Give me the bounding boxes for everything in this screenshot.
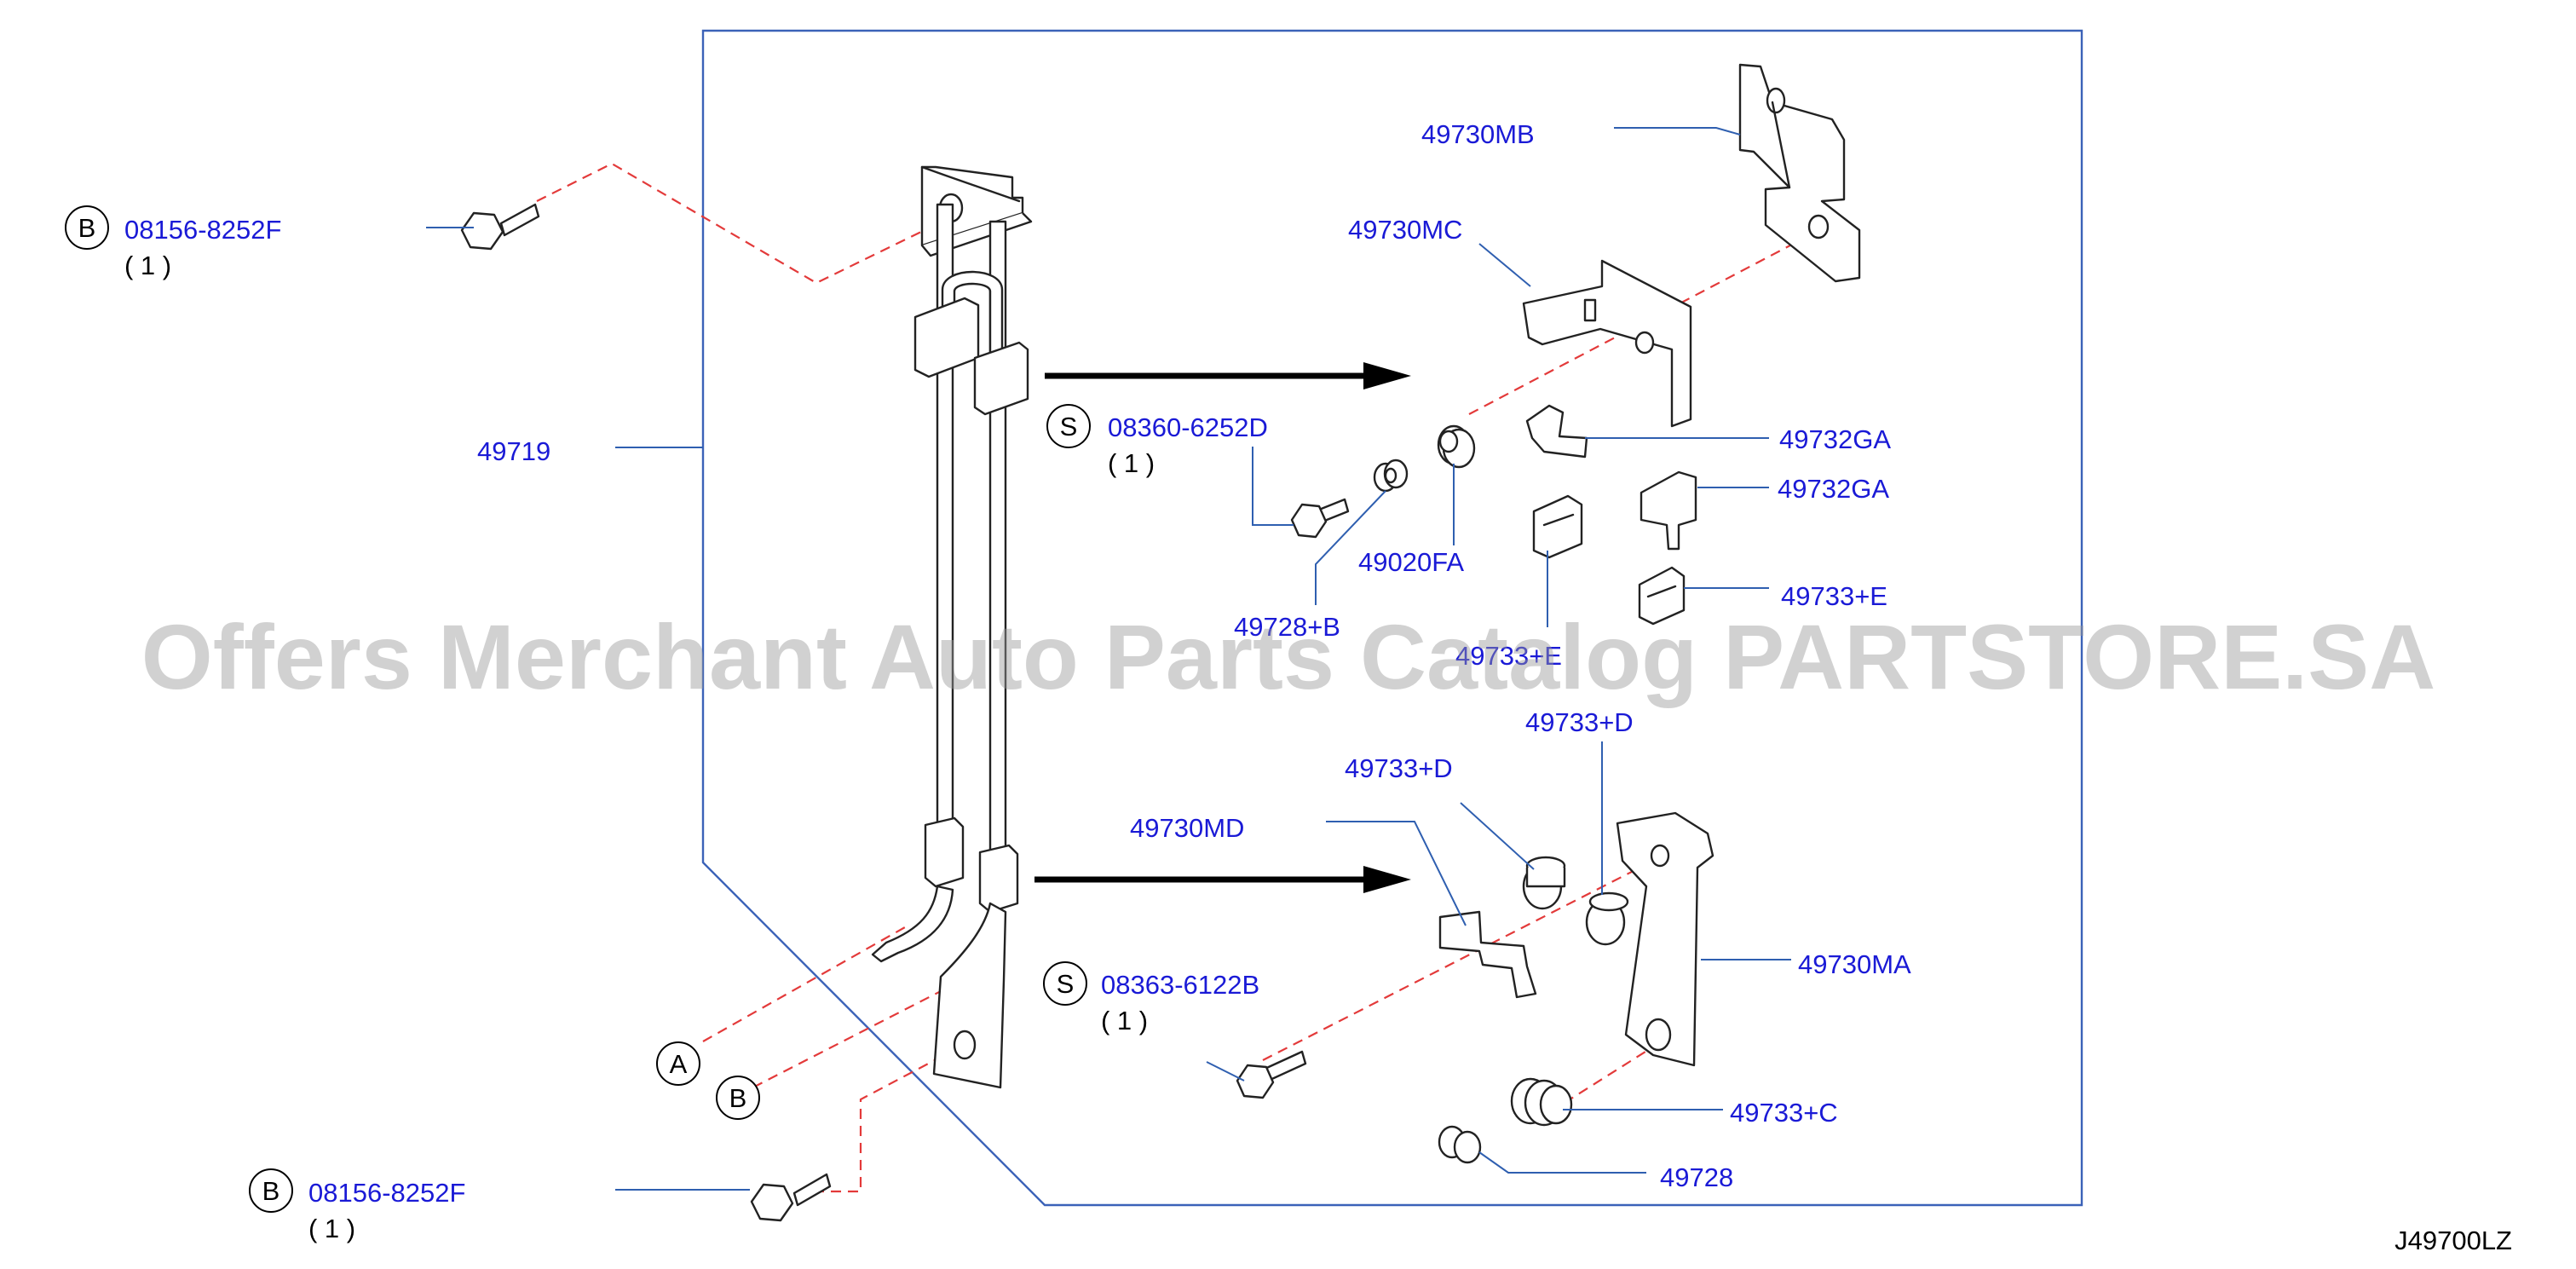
bracket-49730ma <box>1616 811 1714 1067</box>
callout-b-bottom-letter: B <box>262 1176 280 1206</box>
callout-s-upper-qty: ( 1 ) <box>1108 448 1155 478</box>
callout-b-top-part: 08156-8252F <box>124 215 281 245</box>
callout-b-bottom-qty: ( 1 ) <box>308 1214 355 1243</box>
label-49020fa: 49020FA <box>1358 547 1464 577</box>
label-49732ga-2: 49732GA <box>1778 474 1889 504</box>
clip-49730md <box>1438 910 1537 999</box>
callout-b-top-letter: B <box>78 213 96 243</box>
ref-a-letter: A <box>670 1049 688 1079</box>
leader-lines <box>426 127 1791 1191</box>
callout-s-upper: S 08360-6252D ( 1 ) <box>1046 404 1268 478</box>
grommet-49733d-b <box>1585 891 1629 946</box>
diagram-frame <box>701 29 2083 1207</box>
label-49728b: 49728+B <box>1234 612 1340 642</box>
ref-b-letter: B <box>729 1083 747 1113</box>
part-labels: 49730MB 49730MC 49719 49732GA 49732GA 49… <box>477 119 1911 1192</box>
label-49728: 49728 <box>1660 1162 1733 1192</box>
label-49730ma: 49730MA <box>1798 949 1911 979</box>
grommet-49733d-a <box>1522 856 1566 910</box>
label-49733c: 49733+C <box>1730 1098 1838 1128</box>
clip-49732ga-right <box>1640 470 1697 551</box>
bolt-08156-8252f-top <box>460 203 540 251</box>
label-49730mc: 49730MC <box>1348 215 1462 245</box>
callout-b-bottom-part: 08156-8252F <box>308 1178 465 1208</box>
label-49733d-2: 49733+D <box>1345 753 1453 783</box>
callout-s-lower-part: 08363-6122B <box>1101 970 1259 1000</box>
label-49733e-1: 49733+E <box>1781 581 1887 611</box>
bolt-08156-8252f-bottom <box>750 1173 832 1222</box>
callout-s-upper-letter: S <box>1060 412 1078 441</box>
collar-49728b <box>1373 459 1409 493</box>
label-49733e-2: 49733+E <box>1455 641 1562 671</box>
callout-s-upper-part: 08360-6252D <box>1108 412 1268 442</box>
grommet-49020fa <box>1437 424 1476 469</box>
callout-b-top-qty: ( 1 ) <box>124 251 171 280</box>
grommet-49733e-b <box>1638 566 1686 626</box>
watermark: Offers Merchant Auto Parts Catalog PARTS… <box>141 605 2435 708</box>
callout-s-lower-letter: S <box>1057 969 1075 999</box>
label-49733d-1: 49733+D <box>1525 707 1634 737</box>
callout-s-lower-qty: ( 1 ) <box>1101 1006 1148 1035</box>
label-49730mb: 49730MB <box>1421 119 1535 149</box>
grommet-49733c <box>1510 1077 1573 1127</box>
callout-s-lower: S 08363-6122B ( 1 ) <box>1043 961 1259 1035</box>
bolt-08360-6252d <box>1290 498 1350 539</box>
collar-49728 <box>1438 1125 1482 1164</box>
bracket-49730mb <box>1738 63 1861 283</box>
bracket-49730mc <box>1522 259 1692 428</box>
assembly-arrows <box>1034 362 1411 893</box>
ref-b: B <box>716 1076 760 1120</box>
callout-b-top: B 08156-8252F ( 1 ) <box>65 205 281 280</box>
grommet-49733e-a <box>1532 494 1583 559</box>
label-49732ga-1: 49732GA <box>1779 424 1891 454</box>
bolt-08363-6122b <box>1236 1050 1307 1099</box>
ref-a: A <box>656 1041 700 1086</box>
diagram-code: J49700LZ <box>2394 1226 2512 1255</box>
tube-assembly-49719 <box>871 165 1033 1089</box>
clip-49732ga-upper <box>1525 404 1588 459</box>
callout-b-bottom: B 08156-8252F ( 1 ) <box>249 1168 465 1243</box>
label-49730md: 49730MD <box>1130 813 1244 843</box>
label-49719: 49719 <box>477 436 550 466</box>
